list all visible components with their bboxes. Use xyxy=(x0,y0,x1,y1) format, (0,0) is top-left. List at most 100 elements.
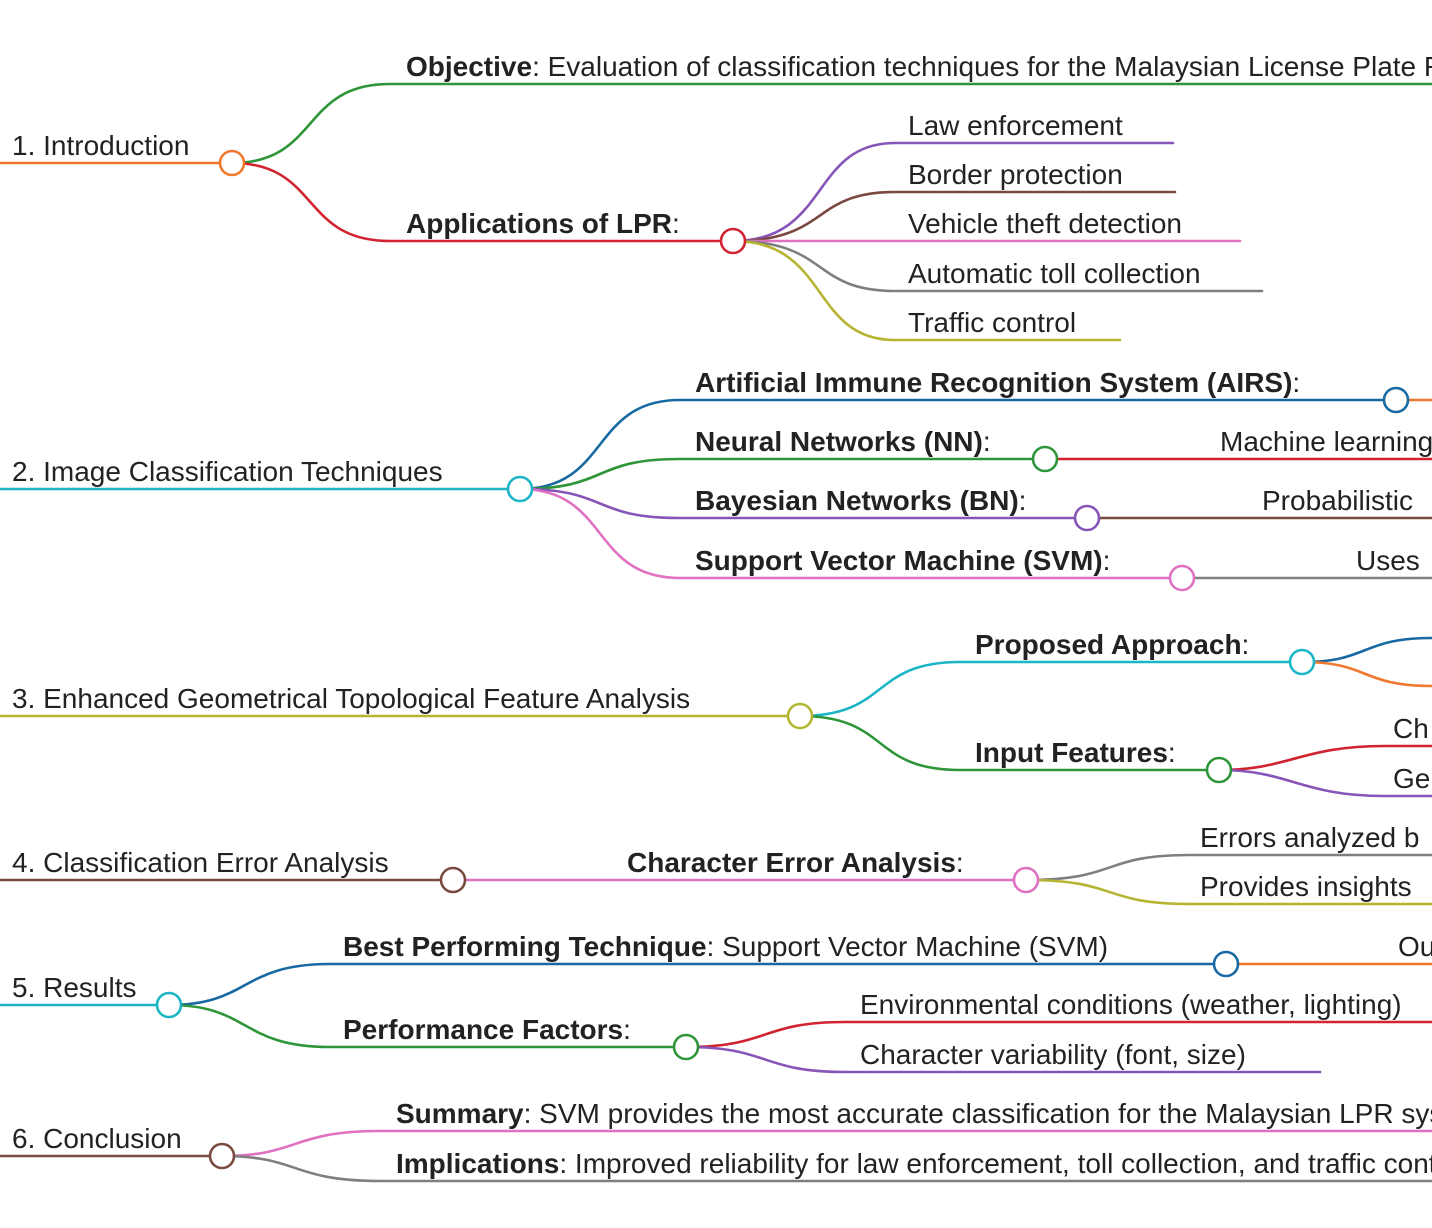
summary-text: : SVM provides the most accurate classif… xyxy=(524,1098,1432,1129)
application-vehicle-theft: Vehicle theft detection xyxy=(908,208,1182,239)
bn-key: Bayesian Networks (BN) xyxy=(695,485,1019,516)
topic-results: 5. Results xyxy=(12,972,137,1003)
errors-analyzed-label: Errors analyzed b xyxy=(1200,822,1419,853)
edge-nn xyxy=(518,457,1047,491)
svm-child-label: Uses xyxy=(1356,545,1420,576)
provides-insights-label: Provides insights xyxy=(1200,871,1412,902)
node-nn[interactable] xyxy=(1031,445,1059,473)
summary-label: Summary: SVM provides the most accurate … xyxy=(396,1098,1432,1129)
nn-key: Neural Networks (NN) xyxy=(695,426,983,457)
nn-text: : xyxy=(983,426,991,457)
objective-key: Objective xyxy=(406,51,532,82)
applications-text: : xyxy=(672,208,680,239)
edge-objective xyxy=(230,82,1432,165)
applications-key: Applications of LPR xyxy=(406,208,672,239)
topic-image-classification: 2. Image Classification Techniques xyxy=(12,456,443,487)
edge-input-features xyxy=(798,714,1221,772)
svm-text: : xyxy=(1103,545,1111,576)
best-technique-key: Best Performing Technique xyxy=(343,931,707,962)
edge-traffic-control xyxy=(731,239,1122,342)
input-features-text: : xyxy=(1168,737,1176,768)
svm-label: Support Vector Machine (SVM): xyxy=(695,545,1110,576)
performance-factors-text: : xyxy=(623,1014,631,1045)
node-airs[interactable] xyxy=(1382,386,1410,414)
best-technique-text: : Support Vector Machine (SVM) xyxy=(707,931,1109,962)
edge-summary xyxy=(220,1129,1432,1158)
application-border-protection: Border protection xyxy=(908,159,1123,190)
application-toll-collection: Automatic toll collection xyxy=(908,258,1201,289)
node-image-classification[interactable] xyxy=(506,475,534,503)
input-feature-ge: Ge xyxy=(1393,763,1430,794)
node-proposed-approach[interactable] xyxy=(1288,648,1316,676)
edge-border-protection xyxy=(731,190,1177,243)
edge-environmental xyxy=(684,1020,1432,1049)
airs-label: Artificial Immune Recognition System (AI… xyxy=(695,367,1300,398)
input-feature-ch: Ch xyxy=(1393,713,1429,744)
airs-key: Artificial Immune Recognition System (AI… xyxy=(695,367,1292,398)
mindmap-edges xyxy=(0,82,1432,1183)
objective-label: Objective: Evaluation of classification … xyxy=(406,51,1432,82)
bn-label: Bayesian Networks (BN): xyxy=(695,485,1026,516)
edge-input-ge xyxy=(1217,768,1432,798)
edge-toll-collection xyxy=(731,239,1264,293)
edge-proposed-child-1 xyxy=(1300,636,1432,664)
node-results[interactable] xyxy=(155,991,183,1019)
edge-airs xyxy=(518,398,1398,491)
applications-label: Applications of LPR: xyxy=(406,208,680,239)
node-conclusion[interactable] xyxy=(208,1142,236,1170)
topic-conclusion: 6. Conclusion xyxy=(12,1123,182,1154)
svm-key: Support Vector Machine (SVM) xyxy=(695,545,1103,576)
node-input-features[interactable] xyxy=(1205,756,1233,784)
edge-bn xyxy=(518,487,1089,520)
edge-best-technique xyxy=(167,962,1228,1007)
performance-factors-label: Performance Factors: xyxy=(343,1014,631,1045)
topic-error-analysis: 4. Classification Error Analysis xyxy=(12,847,389,878)
mindmap-nodes xyxy=(155,149,1410,1170)
edge-implications xyxy=(220,1154,1432,1183)
edge-provides-insights xyxy=(1024,878,1432,906)
proposed-approach-text: : xyxy=(1242,629,1250,660)
edge-proposed-approach xyxy=(798,660,1304,718)
application-traffic-control: Traffic control xyxy=(908,307,1076,338)
edge-law-enforcement xyxy=(731,141,1175,243)
node-introduction[interactable] xyxy=(218,149,246,177)
best-technique-child-label: Ou xyxy=(1398,931,1432,962)
airs-text: : xyxy=(1292,367,1300,398)
environmental-conditions-label: Environmental conditions (weather, light… xyxy=(860,989,1402,1020)
node-error-analysis[interactable] xyxy=(439,866,467,894)
character-error-text: : xyxy=(956,847,964,878)
implications-label: Implications: Improved reliability for l… xyxy=(396,1148,1432,1179)
node-applications[interactable] xyxy=(719,227,747,255)
proposed-approach-label: Proposed Approach: xyxy=(975,629,1249,660)
node-performance-factors[interactable] xyxy=(672,1033,700,1061)
proposed-approach-key: Proposed Approach xyxy=(975,629,1242,660)
character-error-label: Character Error Analysis: xyxy=(627,847,964,878)
nn-child-label: Machine learning xyxy=(1220,426,1432,457)
node-geometrical-analysis[interactable] xyxy=(786,702,814,730)
edge-applications xyxy=(230,161,735,243)
node-bn[interactable] xyxy=(1073,504,1101,532)
input-features-key: Input Features xyxy=(975,737,1168,768)
application-law-enforcement: Law enforcement xyxy=(908,110,1123,141)
best-technique-label: Best Performing Technique: Support Vecto… xyxy=(343,931,1108,962)
bn-text: : xyxy=(1019,485,1027,516)
topic-geometrical-analysis: 3. Enhanced Geometrical Topological Feat… xyxy=(12,683,690,714)
character-variability-label: Character variability (font, size) xyxy=(860,1039,1246,1070)
mindmap-labels: 1. Introduction 2. Image Classification … xyxy=(12,51,1432,1179)
objective-text: : Evaluation of classification technique… xyxy=(532,51,1432,82)
edge-errors-analyzed xyxy=(1024,853,1432,882)
performance-factors-key: Performance Factors xyxy=(343,1014,623,1045)
node-character-error[interactable] xyxy=(1012,866,1040,894)
bn-child-label: Probabilistic xyxy=(1262,485,1413,516)
implications-text: : Improved reliability for law enforceme… xyxy=(559,1148,1432,1179)
nn-label: Neural Networks (NN): xyxy=(695,426,991,457)
edge-proposed-child-2 xyxy=(1300,660,1432,688)
edge-performance-factors xyxy=(167,1003,688,1049)
edge-input-ch xyxy=(1217,744,1432,772)
node-svm[interactable] xyxy=(1168,564,1196,592)
topic-introduction: 1. Introduction xyxy=(12,130,189,161)
edge-character-variability xyxy=(684,1045,1322,1074)
implications-key: Implications xyxy=(396,1148,559,1179)
node-best-technique[interactable] xyxy=(1212,950,1240,978)
